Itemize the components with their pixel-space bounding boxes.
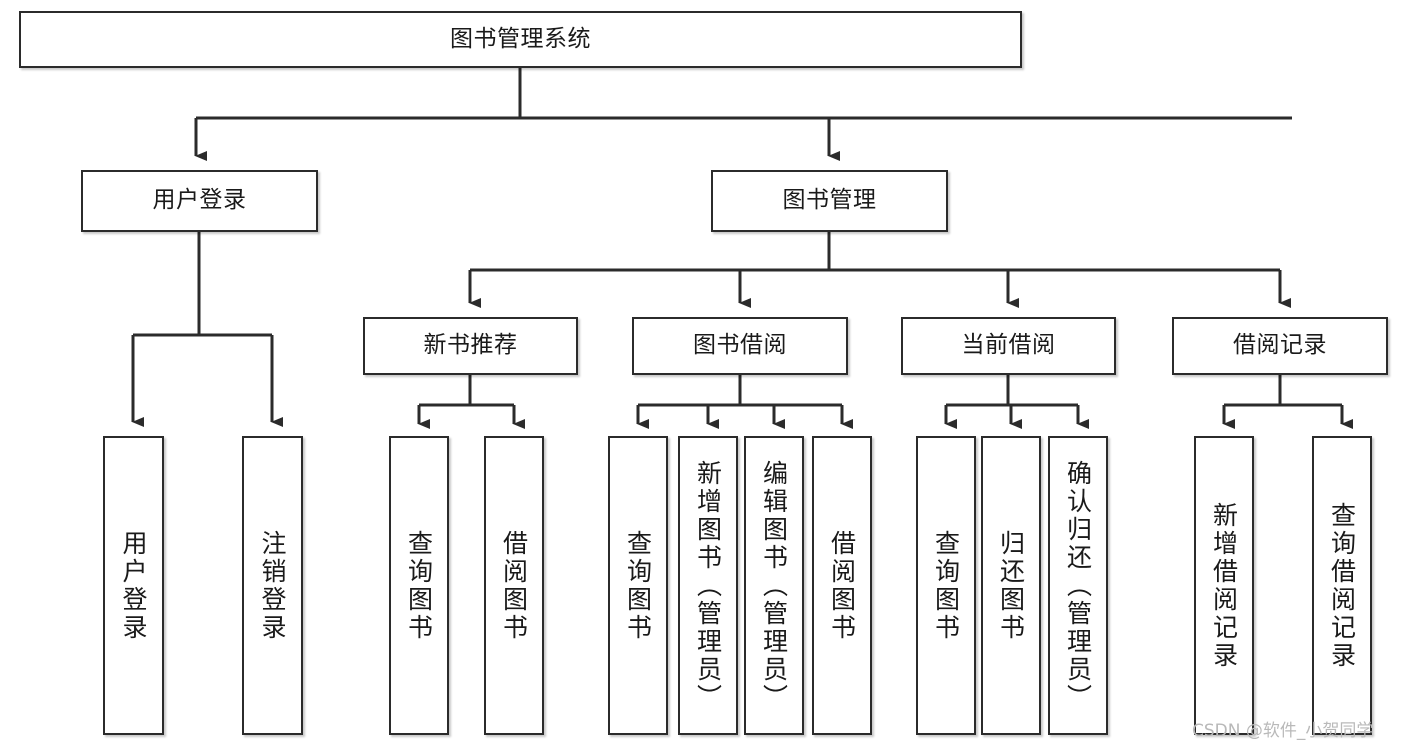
node-leaf-confirm-return[interactable]: 确认归还（管理员） xyxy=(1048,436,1108,735)
node-root[interactable]: 图书管理系统 xyxy=(19,11,1022,68)
node-leaf-edit-book-label: 编辑图书（管理员） xyxy=(759,459,789,712)
node-leaf-borrow-book-1-label: 借阅图书 xyxy=(499,529,529,642)
node-book-manage-label: 图书管理 xyxy=(782,187,877,214)
node-leaf-query-book-1[interactable]: 查询图书 xyxy=(389,436,449,735)
node-new-book-rec-label: 新书推荐 xyxy=(423,332,518,359)
node-new-book-rec[interactable]: 新书推荐 xyxy=(363,317,578,375)
node-leaf-add-record[interactable]: 新增借阅记录 xyxy=(1194,436,1254,735)
node-leaf-query-book-1-label: 查询图书 xyxy=(404,529,434,642)
node-leaf-query-book-2-label: 查询图书 xyxy=(623,529,653,642)
node-user-login[interactable]: 用户登录 xyxy=(81,170,318,232)
watermark: CSDN @软件_小贺同学 xyxy=(1192,721,1374,741)
node-leaf-query-book-3[interactable]: 查询图书 xyxy=(916,436,976,735)
node-book-borrow[interactable]: 图书借阅 xyxy=(632,317,848,375)
node-current-borrow-label: 当前借阅 xyxy=(961,332,1056,359)
node-leaf-query-book-2[interactable]: 查询图书 xyxy=(608,436,668,735)
node-leaf-edit-book[interactable]: 编辑图书（管理员） xyxy=(744,436,804,735)
node-leaf-return-book-label: 归还图书 xyxy=(996,529,1026,642)
node-leaf-confirm-return-label: 确认归还（管理员） xyxy=(1063,459,1093,712)
node-book-borrow-label: 图书借阅 xyxy=(693,332,787,359)
node-root-label: 图书管理系统 xyxy=(450,25,591,52)
node-leaf-user-logout-label: 注销登录 xyxy=(258,529,287,642)
node-book-manage[interactable]: 图书管理 xyxy=(711,170,948,232)
node-borrow-record-label: 借阅记录 xyxy=(1233,332,1327,359)
node-leaf-user-login-label: 用户登录 xyxy=(119,529,148,642)
node-current-borrow[interactable]: 当前借阅 xyxy=(901,317,1116,375)
node-leaf-return-book[interactable]: 归还图书 xyxy=(981,436,1041,735)
node-leaf-user-login[interactable]: 用户登录 xyxy=(103,436,164,735)
node-leaf-user-logout[interactable]: 注销登录 xyxy=(242,436,303,735)
node-user-login-label: 用户登录 xyxy=(152,187,247,214)
node-leaf-add-book[interactable]: 新增图书（管理员） xyxy=(678,436,738,735)
node-leaf-borrow-book-1[interactable]: 借阅图书 xyxy=(484,436,544,735)
node-leaf-borrow-book-2-label: 借阅图书 xyxy=(827,529,857,642)
node-leaf-add-book-label: 新增图书（管理员） xyxy=(693,459,723,712)
node-borrow-record[interactable]: 借阅记录 xyxy=(1172,317,1388,375)
node-leaf-add-record-label: 新增借阅记录 xyxy=(1209,501,1239,670)
node-leaf-query-record[interactable]: 查询借阅记录 xyxy=(1312,436,1372,735)
node-leaf-query-book-3-label: 查询图书 xyxy=(931,529,961,642)
node-leaf-query-record-label: 查询借阅记录 xyxy=(1327,501,1357,670)
node-leaf-borrow-book-2[interactable]: 借阅图书 xyxy=(812,436,872,735)
